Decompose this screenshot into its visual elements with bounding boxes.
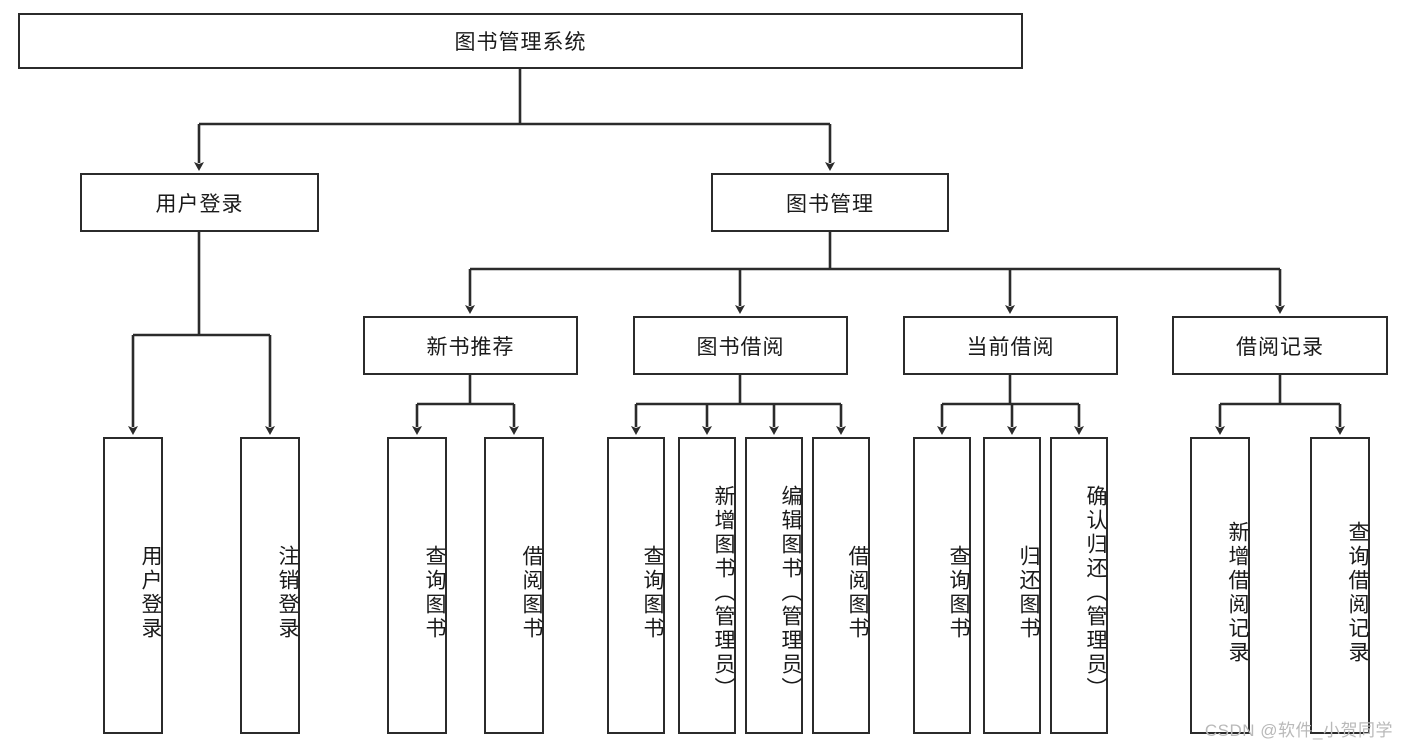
node-leaf-borrow-book-2[interactable]: 借阅图书 xyxy=(812,437,870,734)
node-leaf-add-borrow-record[interactable]: 新增借阅记录 xyxy=(1190,437,1250,734)
node-current-borrow[interactable]: 当前借阅 xyxy=(903,316,1118,375)
node-leaf-query-borrow-record[interactable]: 查询借阅记录 xyxy=(1310,437,1370,734)
node-borrow-record[interactable]: 借阅记录 xyxy=(1172,316,1388,375)
node-book-borrow[interactable]: 图书借阅 xyxy=(633,316,848,375)
node-leaf-logout-login[interactable]: 注销登录 xyxy=(240,437,300,734)
node-leaf-query-book-2[interactable]: 查询图书 xyxy=(607,437,665,734)
node-book-manage[interactable]: 图书管理 xyxy=(711,173,949,232)
node-book-management-system[interactable]: 图书管理系统 xyxy=(18,13,1023,69)
watermark-text: CSDN @软件_小贺同学 xyxy=(1204,721,1393,740)
node-leaf-add-book-admin[interactable]: 新增图书（管理员） xyxy=(678,437,736,734)
node-leaf-query-book-3[interactable]: 查询图书 xyxy=(913,437,971,734)
node-leaf-confirm-return-admin[interactable]: 确认归还（管理员） xyxy=(1050,437,1108,734)
node-user-login[interactable]: 用户登录 xyxy=(80,173,319,232)
node-new-book-recommend[interactable]: 新书推荐 xyxy=(363,316,578,375)
node-leaf-query-book-1[interactable]: 查询图书 xyxy=(387,437,447,734)
node-leaf-user-login[interactable]: 用户登录 xyxy=(103,437,163,734)
node-leaf-edit-book-admin[interactable]: 编辑图书（管理员） xyxy=(745,437,803,734)
node-leaf-return-book[interactable]: 归还图书 xyxy=(983,437,1041,734)
node-leaf-borrow-book-1[interactable]: 借阅图书 xyxy=(484,437,544,734)
